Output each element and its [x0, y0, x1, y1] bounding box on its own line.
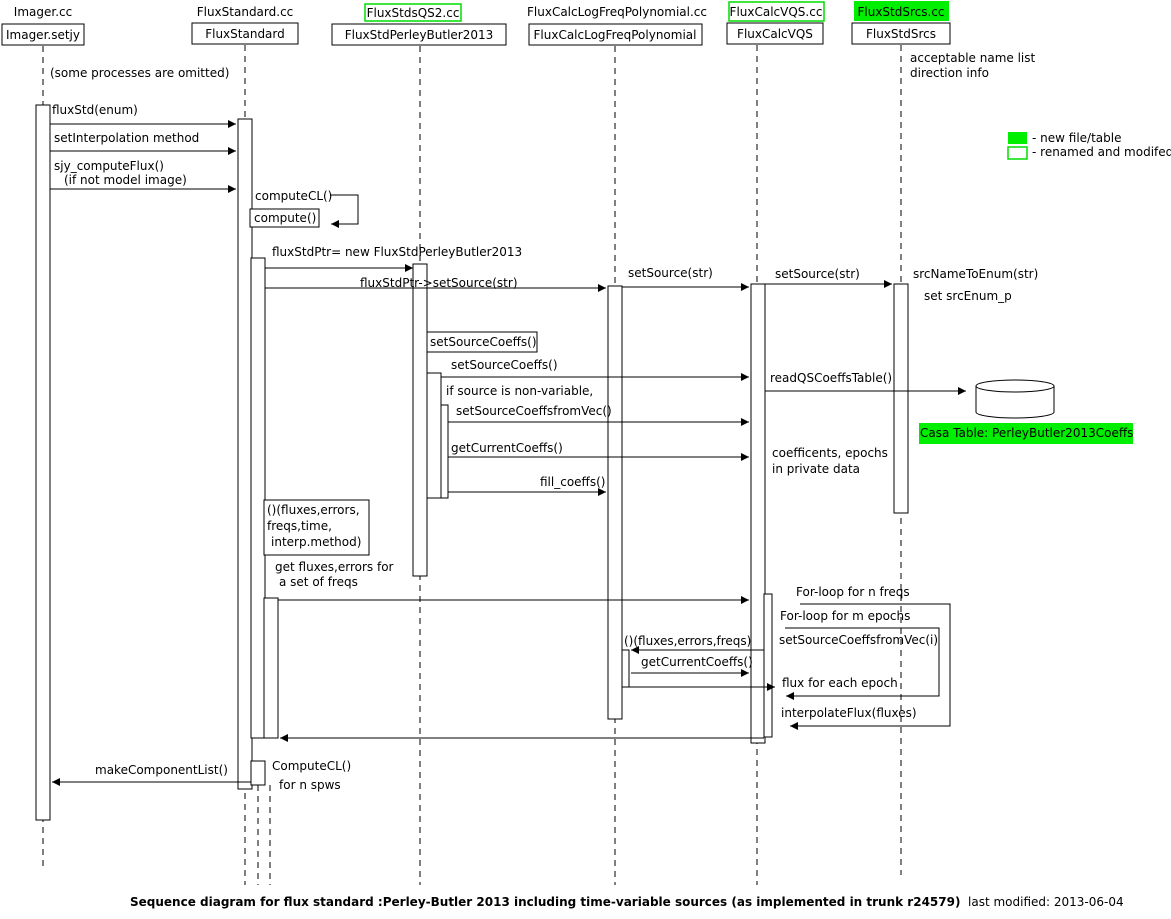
msg-computecl-2: ComputeCL()	[272, 759, 351, 773]
participant-box-fluxstdperleybutler2013	[331, 23, 507, 46]
msg-fluxstd: fluxStd(enum)	[52, 103, 138, 117]
participant-fluxstandard: FluxStandard	[205, 27, 285, 41]
diagram-title: Sequence diagram for flux standard :Perl…	[130, 895, 961, 909]
table-label: Casa Table: PerleyButler2013Coeffs	[920, 426, 1133, 440]
arrow-computecl-loop	[330, 194, 359, 228]
activation-imager	[35, 104, 51, 821]
msg-setsourcecoeffsfromvec: setSourceCoeffsfromVec()	[456, 404, 612, 418]
participant-box-imager-setjy	[1, 23, 85, 46]
activation-logfreq-main	[607, 285, 623, 720]
activations	[35, 104, 909, 821]
msg-srcnametoenum: srcNameToEnum(str)	[913, 267, 1038, 281]
msg-setinterpolation: setInterpolation method	[54, 131, 199, 145]
file-label-fluxstandard: FluxStandard.cc	[197, 5, 294, 19]
activation-vqs-main	[750, 283, 766, 744]
msg-sjy-computeflux: sjy_computeFlux()	[54, 159, 164, 173]
note-for-m-epochs: For-loop for m epochs	[780, 609, 910, 623]
msg-setsourcecoeffs: setSourceCoeffs()	[451, 358, 558, 372]
call-operator-box	[263, 499, 370, 556]
msg-interpolateflux: interpolateFlux(fluxes)	[781, 706, 917, 720]
activation-pb2013-main	[412, 263, 428, 577]
msg-op-fluxes: ()(fluxes,errors,freqs)	[624, 634, 751, 648]
table-label-bg	[919, 423, 1133, 444]
file-label-fluxcalcvqs-border	[728, 1, 825, 22]
msg-setsourcecoeffs-box: setSourceCoeffs()	[430, 335, 537, 349]
participant-box-fluxcalclogfreqpolynomial	[528, 23, 703, 46]
participant-fluxstdsrcs: FluxStdSrcs	[866, 27, 936, 41]
note-for-n-freqs: For-loop for n freqs	[796, 585, 910, 599]
note-coeffs-2: in private data	[772, 462, 860, 476]
note-set-enum: set srcEnum_p	[924, 289, 1012, 303]
activation-pb2013-setcoeffs	[426, 372, 442, 499]
activation-srcs	[893, 283, 909, 514]
file-label-fluxstdsqs2: FluxStdsQS2.cc	[367, 6, 460, 20]
participant-imager-setjy: Imager.setjy	[6, 28, 80, 42]
activation-fluxstandard-query	[263, 597, 279, 739]
note-srcs-2: direction info	[910, 66, 989, 80]
legend-renamed-swatch	[1007, 146, 1028, 160]
legend-renamed-text: - renamed and modifed	[1032, 145, 1171, 159]
note-coeffs-1: coefficents, epochs	[772, 446, 888, 460]
msg-readqscoeffstable: readQSCoeffsTable()	[770, 371, 892, 385]
note-get-fluxes-1: get fluxes,errors for	[275, 560, 394, 574]
file-label-fluxcalclogfreqpolynomial: FluxCalcLogFreqPolynomial.cc	[527, 5, 707, 19]
msg-setsource-b: setSource(str)	[775, 267, 860, 281]
note-for-n-spws: for n spws	[279, 778, 341, 792]
note-if-not-model: (if not model image)	[64, 173, 187, 187]
msg-getcurrentcoeffs-2: getCurrentCoeffs()	[641, 655, 753, 669]
msg-makecomponentlist: makeComponentList()	[95, 763, 228, 777]
compute-box	[249, 208, 320, 228]
activation-pb2013-fromvec	[440, 404, 449, 499]
msg-compute: compute()	[254, 211, 316, 225]
note-nonvariable: if source is non-variable,	[446, 384, 593, 398]
activation-fluxstandard-computecl	[250, 760, 266, 786]
last-modified: last modified: 2013-06-04	[968, 895, 1124, 909]
msg-computecl: computeCL()	[255, 189, 332, 203]
msg-call-op-2: freqs,time,	[267, 519, 332, 533]
participant-box-fluxstdsrcs	[851, 22, 951, 45]
activation-fluxstandard-inner	[250, 257, 266, 739]
note-srcs-1: acceptable name list	[910, 51, 1036, 65]
legend-new-swatch	[1008, 132, 1027, 144]
activation-vqs-loop	[763, 593, 773, 738]
msg-setsourcecoeffsfromvec-i: setSourceCoeffsfromVec(i)	[779, 633, 938, 647]
setsourcecoeffs-box	[426, 331, 538, 353]
msg-call-op-1: ()(fluxes,errors,	[267, 503, 360, 517]
database-icon	[975, 379, 1055, 419]
participant-box-fluxstandard	[191, 22, 299, 45]
participant-fluxcalcvqs: FluxCalcVQS	[737, 27, 813, 41]
note-get-fluxes-2: a set of freqs	[279, 575, 358, 589]
msg-ptr-setsource: fluxStdPtr->setSource(str)	[360, 276, 518, 290]
note-omitted: (some processes are omitted)	[50, 66, 229, 80]
loop-m-epochs	[785, 627, 940, 700]
file-label-fluxstdsrcs-bg	[854, 1, 949, 21]
participant-fluxstdperleybutler2013: FluxStdPerleyButler2013	[345, 28, 494, 42]
loop-n-freqs	[790, 603, 951, 730]
participant-fluxcalclogfreqpolynomial: FluxCalcLogFreqPolynomial	[534, 28, 697, 42]
msg-call-op-3: interp.method)	[271, 535, 361, 549]
note-flux-each-epoch: flux for each epoch	[782, 676, 898, 690]
participant-box-fluxcalcvqs	[726, 22, 824, 45]
file-label-fluxstdsqs2-border	[364, 3, 462, 22]
legend-new-text: - new file/table	[1032, 131, 1121, 145]
msg-getcurrentcoeffs: getCurrentCoeffs()	[451, 441, 563, 455]
file-label-fluxcalcvqs: FluxCalcVQS.cc	[730, 5, 823, 19]
msg-setsource-a: setSource(str)	[628, 266, 713, 280]
file-label-imager: Imager.cc	[14, 5, 72, 19]
activation-logfreq-call	[621, 649, 630, 688]
file-label-fluxstdsrcs: FluxStdSrcs.cc	[857, 5, 944, 19]
msg-new-pb2013: fluxStdPtr= new FluxStdPerleyButler2013	[272, 245, 522, 259]
msg-fill-coeffs: fill_coeffs()	[540, 475, 605, 489]
